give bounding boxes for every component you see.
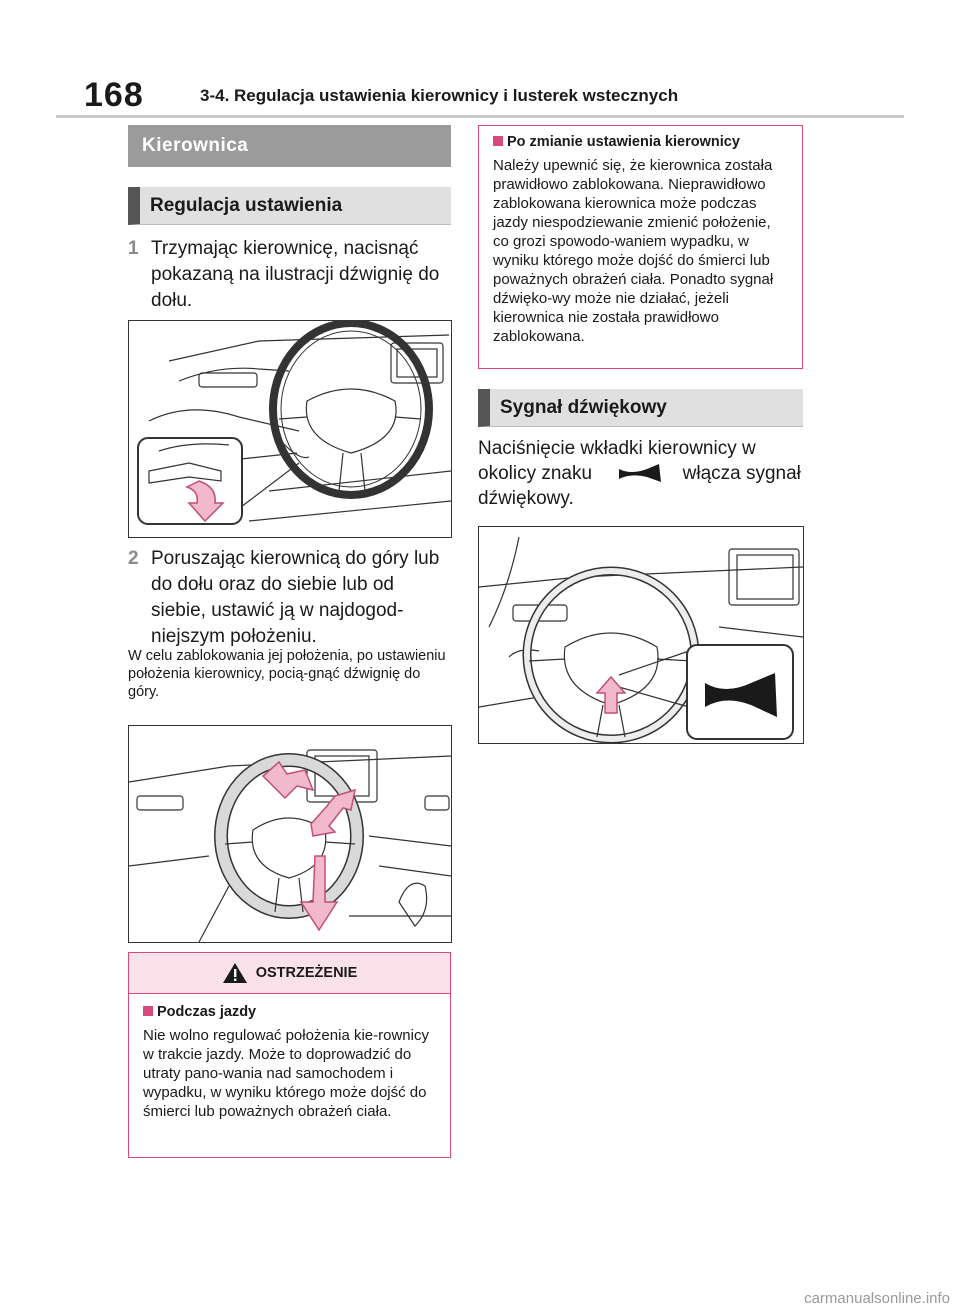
step-number: 1 (128, 238, 139, 259)
warning-item-title-text: Podczas jazdy (157, 1004, 257, 1020)
section-title-band: Kierownica (128, 125, 451, 167)
header-divider (56, 115, 904, 118)
subsection-title-band-horn: Sygnał dźwiękowy (478, 389, 803, 427)
figure-tilt-lever-drawing (137, 321, 451, 525)
notice-title-text: Po zmianie ustawienia kierownicy (507, 134, 740, 150)
bullet-square-icon (493, 136, 503, 146)
arrow-icon (595, 675, 627, 714)
horn-callout-lines (618, 650, 690, 708)
figure-horn (478, 526, 804, 744)
warning-body: Podczas jazdy Nie wolno regulować położe… (129, 1004, 450, 1121)
notice-text: Należy upewnić się, że kierownica został… (493, 157, 774, 345)
lever-zoom-box (137, 437, 243, 525)
step-2-note: W celu zablokowania jej położenia, po us… (128, 648, 446, 700)
subsection-title-horn: Sygnał dźwiękowy (500, 396, 667, 418)
step-2: 2 Poruszając kierownicą do góry lub do d… (128, 546, 451, 650)
notice-box: Po zmianie ustawienia kierownicy Należy … (478, 125, 803, 369)
page-number: 168 (84, 76, 144, 114)
subsection-title: Regulacja ustawienia (150, 194, 343, 216)
arrow-icon (299, 855, 339, 932)
subsection-title-band: Regulacja ustawienia (128, 187, 451, 225)
horn-icon (705, 673, 777, 717)
horn-text-before: Naciśnięcie wkładki kierownicy w okolicy… (478, 438, 756, 484)
figure-horn-drawing (479, 536, 803, 743)
figure-adjust-wheel-drawing (129, 749, 451, 942)
section-title: Kierownica (142, 135, 249, 156)
warning-heading: OSTRZEŻENIE (255, 965, 358, 981)
arrow-icon (185, 480, 225, 523)
warning-triangle-icon (222, 963, 247, 983)
step-number: 2 (128, 548, 139, 569)
watermark: carmanualsonline.info (804, 1290, 950, 1307)
figure-adjust-wheel (128, 725, 452, 943)
horn-paragraph: Naciśnięcie wkładki kierownicy w okolicy… (478, 436, 803, 511)
horn-icon (619, 464, 662, 482)
lever-callout-lines (240, 452, 300, 508)
warning-item-title: Podczas jazdy (143, 1004, 436, 1020)
arrow-icon (261, 760, 315, 800)
warning-header: OSTRZEŻENIE (129, 953, 450, 994)
horn-text-after: włącza sygnał dźwiękowy. (478, 463, 801, 509)
step-1: 1 Trzymając kierownicę, nacisnąć pokazan… (128, 236, 451, 314)
notice-body: Po zmianie ustawienia kierownicy Należy … (479, 134, 802, 346)
step-text: Poruszając kierownicą do góry lub do doł… (151, 548, 440, 647)
chapter-title: 3-4. Regulacja ustawienia kierownicy i l… (200, 86, 679, 105)
notice-title: Po zmianie ustawienia kierownicy (493, 134, 788, 150)
warning-box: OSTRZEŻENIE Podczas jazdy Nie wolno regu… (128, 952, 451, 1158)
figure-tilt-lever (128, 320, 452, 538)
warning-item-text: Nie wolno regulować położenia kie-rownic… (143, 1027, 429, 1120)
arrow-icon (310, 788, 356, 837)
step-text: Trzymając kierownicę, nacisnąć pokazaną … (151, 238, 440, 311)
bullet-square-icon (143, 1006, 153, 1016)
